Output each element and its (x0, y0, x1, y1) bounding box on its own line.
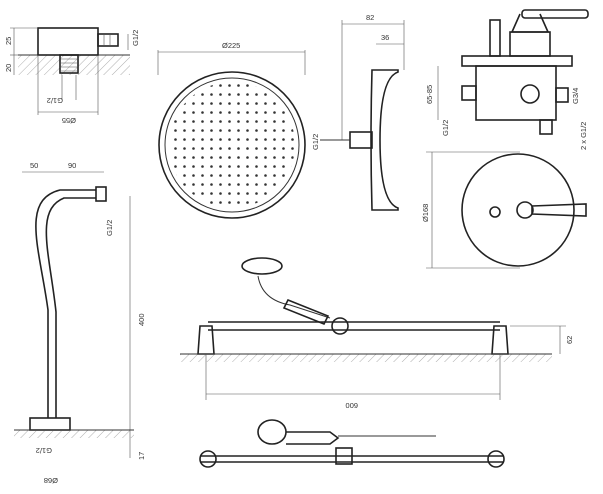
head-depth-total-label: 82 (366, 13, 374, 22)
shower-pipe-drawing: 50 90 G1/2 400 17 G1/2 Ø68 (14, 161, 146, 485)
plate-diameter-label: Ø168 (421, 204, 430, 222)
valve-stop-left (489, 19, 501, 57)
outlet-body (37, 27, 99, 56)
slide-rail-top-view (199, 419, 505, 468)
head-side-profile (370, 69, 399, 211)
pipe-offset-1-label: 50 (30, 161, 38, 170)
pipe-base-flange (29, 417, 71, 431)
valve-depth-label: 65-85 (425, 85, 434, 104)
pipe-base-thread-label: G1/2 (36, 446, 52, 455)
wall-hatch-area (18, 55, 130, 75)
hand-shower-hose (257, 275, 331, 319)
shower-head-front-view: Ø225 (157, 41, 306, 219)
head-arm-thread-label: G1/2 (311, 134, 320, 150)
rail-wall-hatch (180, 354, 552, 362)
floor-hatch (14, 430, 134, 438)
outlet-nipple (59, 54, 79, 74)
outlet-diameter-label: Ø55 (62, 116, 76, 125)
rail-length-label: 600 (345, 401, 358, 410)
slide-rail-drawing: 62 600 (180, 257, 574, 410)
valve-outlet-hole (520, 84, 540, 104)
head-depth-part-label: 36 (381, 33, 389, 42)
outlet-height-bottom-label: 20 (4, 64, 13, 72)
outlet-side-nipple (97, 33, 119, 47)
valve-outlets-bottom-label: 2 x G1/2 (579, 122, 588, 150)
rail-slider (331, 317, 349, 335)
valve-outlet-top-label: G3/4 (571, 88, 580, 104)
outlet-thread-bottom-label: G1/2 (47, 96, 63, 105)
pipe-body (35, 189, 96, 418)
rail-top-bracket-right (487, 450, 505, 468)
valve-inlet-label: G1/2 (441, 120, 450, 136)
hand-shower-handle (282, 298, 330, 326)
mixing-valve-drawing: 65-85 G1/2 G3/4 2 x G1/2 Ø168 (421, 9, 589, 269)
valve-plate-lever (531, 203, 587, 217)
valve-handle-lever (521, 9, 589, 19)
pipe-base-height-label: 17 (137, 452, 146, 460)
pipe-offset-2-label: 90 (68, 161, 76, 170)
pipe-top-thread-label: G1/2 (105, 220, 114, 236)
rail-height-label: 62 (565, 336, 574, 344)
rail-top-bracket-left (199, 450, 217, 468)
hand-shower-top-head (257, 419, 287, 445)
head-diameter-label: Ø225 (222, 41, 240, 50)
outlet-height-top-label: 25 (4, 37, 13, 45)
wall-outlet-drawing: 25 20 G1/2 G1/2 Ø55 (4, 27, 140, 125)
valve-mount-flange (461, 55, 573, 67)
valve-cover-plate (461, 153, 575, 267)
valve-body (475, 65, 557, 121)
valve-plate-knob (516, 201, 534, 219)
outlet-thread-label: G1/2 (131, 30, 140, 46)
valve-inlet-left (461, 85, 477, 101)
valve-handle-neck (510, 13, 550, 33)
hand-shower-head (241, 257, 283, 275)
shower-head-side-view: 82 36 G1/2 (311, 13, 405, 211)
head-ball-joint (349, 131, 373, 149)
valve-cartridge (509, 31, 551, 57)
valve-plate-hole (489, 206, 501, 218)
pipe-height-label: 400 (137, 313, 146, 326)
valve-outlet-bottom (539, 119, 553, 135)
pipe-top-fitting (95, 186, 107, 202)
head-inner-ring (164, 77, 300, 213)
head-outer-ring (158, 71, 306, 219)
valve-outlet-right (555, 87, 569, 103)
head-nozzle-field (169, 82, 295, 208)
rail-bracket-left (197, 325, 215, 355)
pipe-base-diameter-label: Ø68 (44, 476, 58, 485)
